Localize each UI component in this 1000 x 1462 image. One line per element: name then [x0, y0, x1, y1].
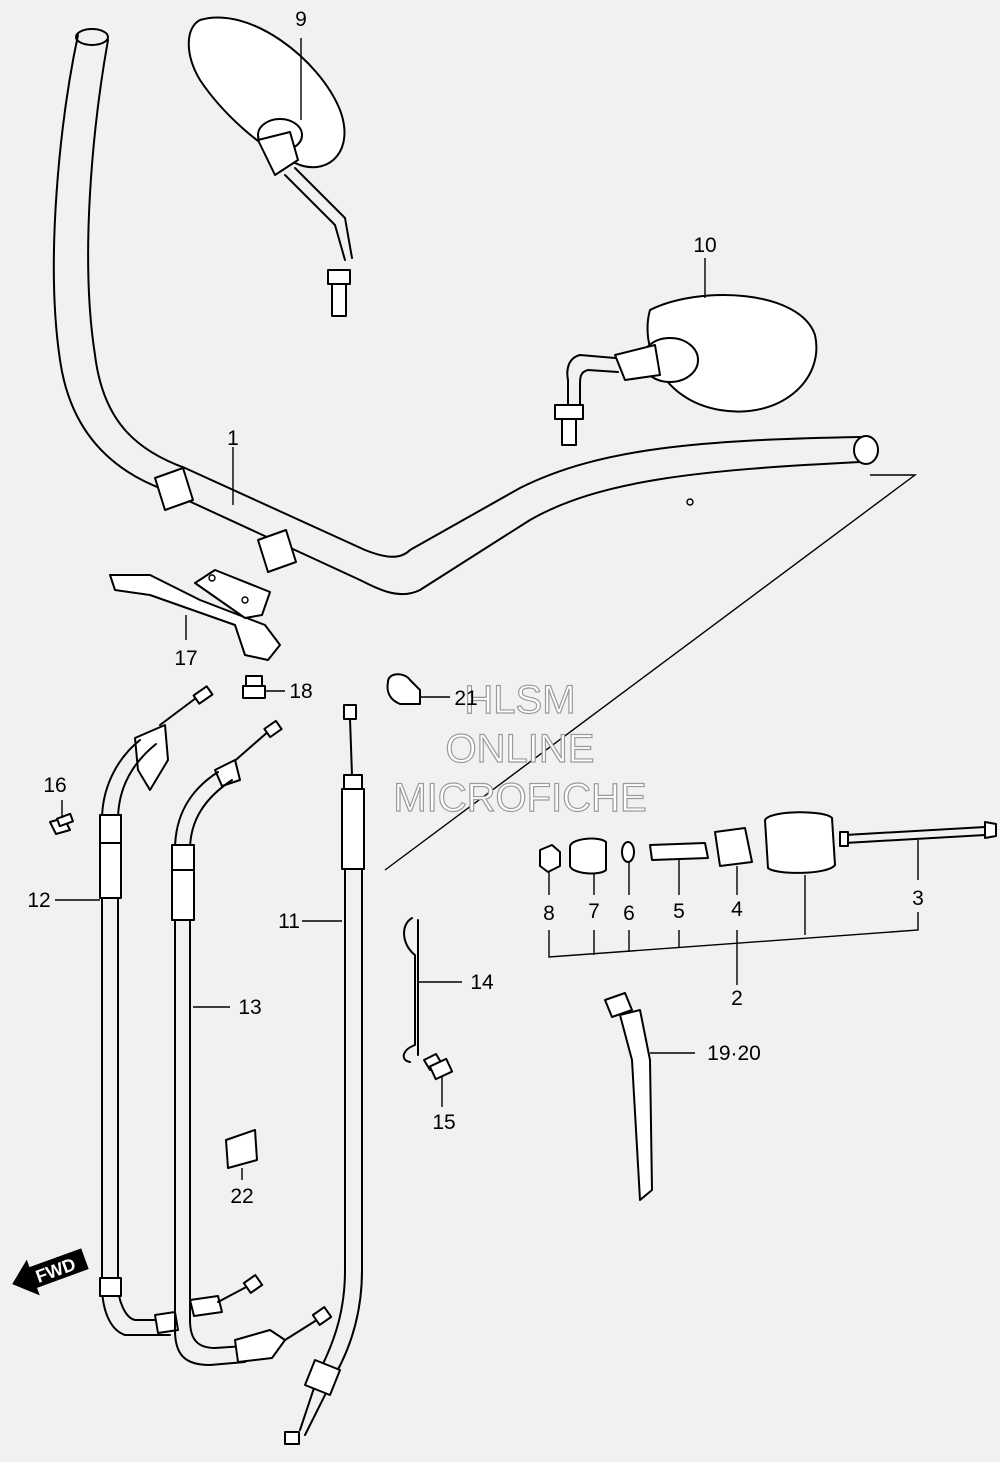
- callout-11: 11: [278, 910, 300, 933]
- callout-14: 14: [470, 971, 494, 994]
- cable-tie: [604, 992, 653, 1201]
- callout-18: 18: [289, 680, 312, 703]
- callout-7: 7: [588, 900, 600, 923]
- bolt-16: [49, 812, 74, 835]
- bolt-15: [423, 1053, 454, 1081]
- mirror-left: [187, 16, 353, 317]
- watermark-line-1: HLSM: [464, 678, 575, 722]
- callout-17: 17: [174, 647, 197, 670]
- leader-lines: [55, 38, 919, 1180]
- callout-19-20: 19·20: [707, 1042, 761, 1065]
- callout-9: 9: [295, 8, 307, 31]
- clamp-21: [386, 673, 421, 705]
- callout-8: 8: [543, 902, 555, 925]
- callout-21: 21: [454, 687, 477, 710]
- callout-numbers: 1 2 3 4 5 6 7 8 9 10 11 12 13 14 15 16 1…: [27, 8, 924, 1208]
- cable-clip: [402, 917, 419, 1063]
- callout-6: 6: [623, 902, 635, 925]
- label-sticker: [225, 1129, 258, 1169]
- callout-10: 10: [693, 234, 716, 257]
- watermark-line-3: MICROFICHE: [393, 776, 646, 820]
- bolt-18: [242, 675, 266, 699]
- cable-bracket: [109, 569, 281, 661]
- fwd-label: FWD: [33, 1254, 78, 1287]
- cable-13: [171, 719, 333, 1366]
- callout-13: 13: [238, 996, 261, 1019]
- cable-11: [284, 704, 365, 1445]
- bar-end-assembly: [539, 811, 997, 875]
- callout-12: 12: [27, 889, 50, 912]
- callout-1: 1: [227, 427, 239, 450]
- watermark: HLSM ONLINE MICROFICHE: [393, 677, 648, 820]
- mirror-right: [554, 294, 818, 446]
- callout-15: 15: [432, 1111, 455, 1134]
- watermark-line-2: ONLINE: [446, 727, 595, 771]
- callout-4: 4: [731, 898, 743, 921]
- assembly-leader: [384, 474, 918, 871]
- cable-12: [99, 685, 214, 1336]
- callout-2: 2: [731, 987, 743, 1010]
- forward-direction-arrow: FWD: [12, 1248, 89, 1296]
- callout-16: 16: [43, 774, 66, 797]
- callout-22: 22: [230, 1185, 253, 1208]
- callout-5: 5: [673, 900, 685, 923]
- callout-3: 3: [912, 887, 924, 910]
- handlebar: [52, 28, 879, 596]
